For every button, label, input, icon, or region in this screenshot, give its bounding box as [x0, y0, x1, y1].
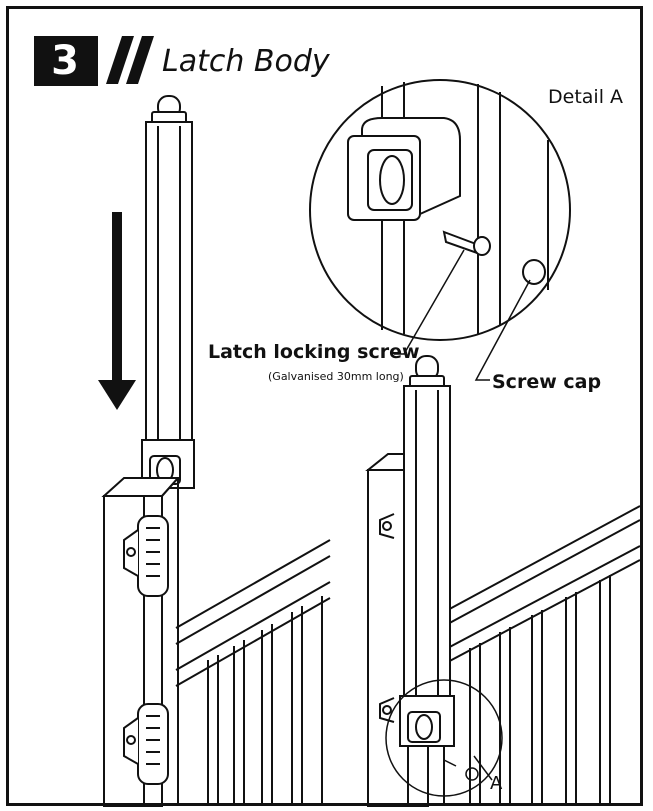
detail-marker-label: A — [490, 773, 503, 794]
screw-cap-label: Screw cap — [492, 371, 602, 393]
arrow-down-icon — [98, 212, 136, 410]
latch-locking-screw-label: Latch locking screw — [208, 341, 420, 363]
step-number: 3 — [51, 38, 79, 84]
fence-panel-right — [443, 505, 641, 806]
fence-panel-left — [175, 539, 331, 806]
step-number-box — [34, 36, 98, 86]
leader-lines — [394, 249, 531, 781]
detail-a-circle — [309, 79, 571, 341]
step-title: Latch Body — [162, 44, 330, 79]
screw-note-label: (Galvanised 30mm long) — [268, 370, 404, 383]
detail-a-marker-circle — [385, 679, 503, 797]
detail-a-label: Detail A — [548, 86, 624, 108]
hinge-brackets-left — [123, 515, 169, 785]
page-border — [6, 6, 643, 806]
latch-body-right — [399, 355, 455, 747]
slash-marks-icon — [106, 36, 154, 84]
